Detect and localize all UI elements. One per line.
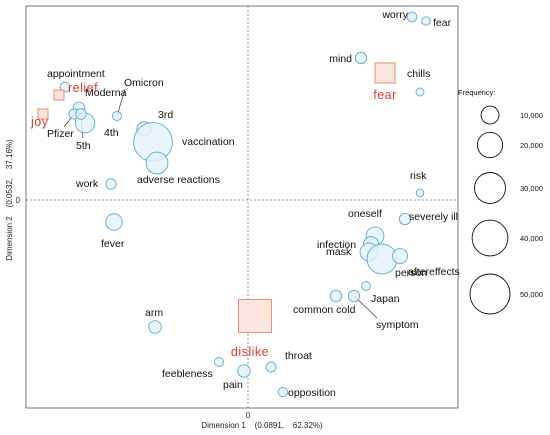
emotion-label-relief: relief — [68, 81, 98, 95]
label-feebleness: feebleness — [162, 368, 213, 380]
legend-label-1: 10,000 — [520, 111, 543, 120]
bubble-adverse-reactions — [145, 151, 169, 175]
frequency-legend: Frequency: 10,000 20,000 30,000 40,000 50,00… — [458, 88, 543, 315]
label-moderna: Moderna — [85, 87, 127, 99]
label-4th: 4th — [104, 127, 119, 139]
legend-circle-1 — [480, 105, 500, 125]
bubble-throat — [265, 361, 277, 373]
plot-frame — [25, 5, 459, 409]
label-japan: Japan — [371, 293, 400, 305]
label-oneself: oneself — [348, 208, 382, 220]
bubble-5th — [75, 108, 87, 120]
label-risk: risk — [410, 170, 427, 182]
label-throat: throat — [285, 350, 312, 362]
emotion-square-relief — [53, 89, 65, 101]
emotion-label-dislike: dislike — [231, 345, 269, 359]
legend-label-5: 50,000 — [520, 290, 543, 299]
label-fear: fear — [433, 17, 452, 29]
bubble-common-cold — [329, 289, 343, 303]
y-tick-zero: 0 — [16, 196, 21, 205]
label-chills: chills — [407, 68, 430, 80]
label-symptom: symptom — [376, 319, 419, 331]
label-person: person — [395, 267, 427, 279]
label-3rd: 3rd — [158, 109, 173, 121]
emotion-square-joy — [37, 108, 49, 120]
label-worry: worry — [381, 9, 408, 21]
label-fever: fever — [101, 238, 125, 250]
bubble-worry — [406, 11, 418, 23]
label-5th: 5th — [76, 140, 91, 152]
bubble-fear — [421, 16, 431, 26]
legend-label-4: 40,000 — [520, 234, 543, 243]
bubble-fever — [105, 213, 123, 231]
label-common-cold: common cold — [293, 304, 356, 316]
bubble-person — [366, 243, 398, 275]
emotion-label-fear: fear — [373, 88, 397, 102]
bubble-pain — [237, 364, 251, 378]
bubble-appointment — [59, 81, 71, 93]
bubble-arm — [148, 320, 162, 334]
bubble-omicron — [112, 111, 122, 121]
bubble-symptom — [347, 289, 361, 303]
emotion-square-fear — [374, 62, 396, 84]
label-appointment: appointment — [47, 68, 105, 80]
label-pain: pain — [223, 379, 243, 391]
bubble-chills — [415, 87, 425, 97]
bubble-feebleness — [214, 357, 224, 367]
label-arm: arm — [145, 307, 163, 319]
y-axis-title: Dimension 2 (0.0532, 37.16%) — [5, 139, 14, 261]
word-bubbles — [59, 11, 431, 398]
legend-title: Frequency: — [458, 88, 496, 97]
legend-circle-3 — [474, 172, 506, 204]
label-vaccination: vaccination — [182, 136, 235, 148]
bubble-opposition — [277, 386, 289, 398]
legend-circle-4 — [471, 219, 509, 257]
emotion-label-joy: joy — [30, 115, 49, 129]
legend-circle-5 — [469, 273, 511, 315]
label-infection: infection — [317, 239, 356, 251]
x-axis-title: Dimension 1 (0.0891, 62.32%) — [201, 421, 323, 430]
x-tick-zero: 0 — [246, 411, 251, 420]
bubble-japan — [361, 281, 371, 291]
label-work: work — [75, 178, 99, 190]
legend-label-2: 20,000 — [520, 141, 543, 150]
label-mask: mask — [326, 246, 352, 258]
label-opposition: opposition — [288, 387, 336, 399]
bubble-mind — [354, 51, 368, 65]
bubble-risk — [415, 188, 425, 198]
label-adverse-reactions: adverse reactions — [137, 174, 220, 186]
label-aftereffects: aftereffects — [408, 266, 460, 278]
label-severely-ill: severely ill — [409, 211, 458, 223]
label-pfizer: Pfizer — [47, 128, 74, 140]
legend-label-3: 30,000 — [520, 184, 543, 193]
label-mind: mind — [329, 53, 352, 65]
emotion-square-dislike — [238, 299, 272, 333]
leader-lines — [63, 88, 378, 319]
legend-circle-2 — [476, 131, 504, 159]
emotion-markers — [37, 62, 396, 333]
word-labels: worry fear mind chills appointmentOmicronMod… — [30, 9, 460, 399]
bubble-work — [105, 178, 117, 190]
label-omicron: Omicron — [124, 77, 164, 89]
bubble-severely-ill — [398, 212, 412, 226]
bubble-aftereffects — [392, 248, 408, 264]
